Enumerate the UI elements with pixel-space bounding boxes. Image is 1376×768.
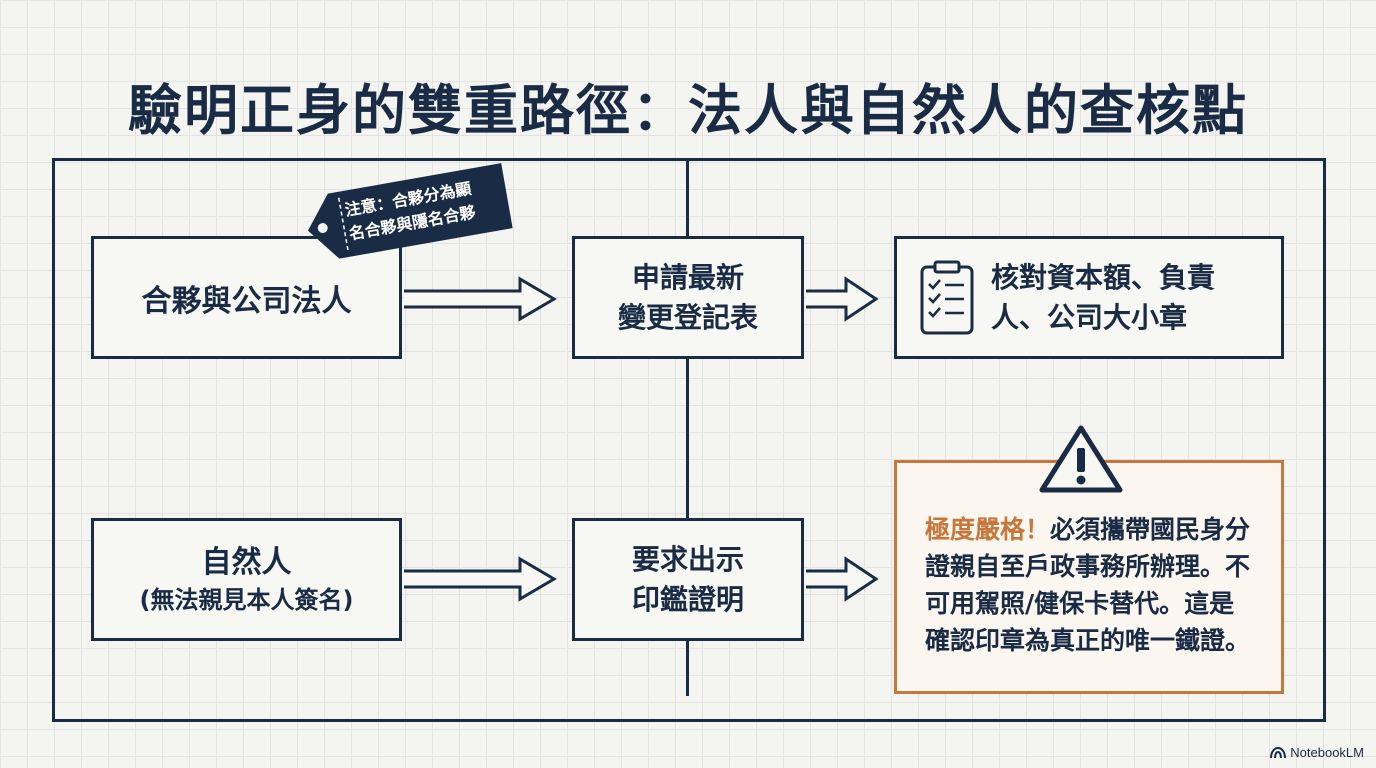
checklist-clipboard-icon [920, 260, 974, 334]
tag-shape [307, 163, 513, 259]
verify-line-2: 人、公司大小章 [991, 300, 1188, 334]
legal-entity-label: 合夥與公司法人 [141, 283, 352, 319]
arrow-person-to-seal [404, 556, 557, 602]
notebooklm-logo-icon [1270, 746, 1287, 758]
seal-line-2: 印鑑證明 [631, 582, 744, 616]
strict-warning-box: 極度嚴格！必須攜帶國民身分證親自至戶政事務所辦理。不可用駕照/健保卡替代。這是確… [894, 460, 1284, 694]
diagram-title: 驗明正身的雙重路徑：法人與自然人的查核點 [128, 79, 1248, 142]
partnership-note-tag: 注意：合夥分為顯 名合夥與隱名合夥 [300, 161, 515, 266]
verify-line-1: 核對資本額、負責 [991, 260, 1216, 294]
natural-person-label: 自然人 [201, 544, 292, 580]
center-divider-bottom [686, 640, 689, 696]
notebooklm-branding: NotebookLM [1270, 745, 1364, 760]
natural-person-note: (無法親見本人簽名) [139, 585, 354, 614]
arrow-apply-to-verify [806, 276, 879, 322]
branding-text: NotebookLM [1290, 745, 1364, 760]
diagram-frame [52, 158, 1326, 722]
arrow-legal-to-apply [404, 276, 557, 322]
center-divider-top [686, 160, 689, 238]
center-divider-middle [686, 358, 689, 520]
seal-line-1: 要求出示 [631, 542, 744, 576]
warning-highlight: 極度嚴格！ [925, 515, 1051, 544]
natural-person-box: 自然人 (無法親見本人簽名) [91, 518, 402, 641]
apply-line-2: 變更登記表 [617, 300, 758, 334]
seal-certificate-box: 要求出示 印鑑證明 [572, 518, 804, 641]
warning-triangle-icon [1039, 425, 1123, 493]
arrow-seal-to-warning [806, 556, 879, 602]
warning-text: 必須攜帶國民身分證親自至戶政事務所辦理。不可用駕照/健保卡替代。這是確認印章為真… [925, 515, 1251, 655]
apply-registration-box: 申請最新 變更登記表 [572, 236, 804, 359]
verify-details-box: 核對資本額、負責 人、公司大小章 [894, 236, 1284, 359]
apply-line-1: 申請最新 [631, 260, 744, 294]
